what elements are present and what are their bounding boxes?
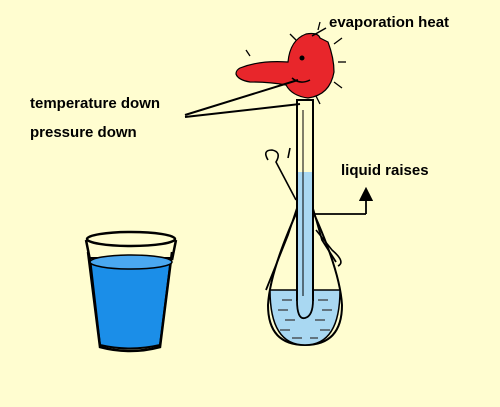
glass-upper-wall xyxy=(84,239,178,261)
glass-outline xyxy=(86,251,174,353)
evaporation-pointer xyxy=(311,27,327,37)
drinking-bird-icon xyxy=(235,21,346,347)
tube-liquid xyxy=(298,172,312,300)
heat-flow-arrow-upper xyxy=(264,149,297,201)
evaporation-label: evaporation heat xyxy=(329,14,450,31)
bird-legs xyxy=(265,204,337,291)
glass-rim xyxy=(85,230,177,248)
pressure-pointer xyxy=(184,103,301,118)
bird-eye xyxy=(299,55,305,61)
glass-water-surface xyxy=(89,254,173,270)
bulb-liquid-hatching xyxy=(278,299,332,339)
heat-rays xyxy=(245,21,346,105)
bird-mouth xyxy=(291,77,311,83)
water-glass-icon xyxy=(84,230,178,353)
temperature-pointer xyxy=(184,79,299,116)
glass-water xyxy=(88,257,173,350)
heat-flow-arrow-lower xyxy=(315,229,342,267)
pressure-label: pressure down xyxy=(30,124,137,141)
temperature-label: temperature down xyxy=(30,95,161,112)
bird-head xyxy=(235,32,335,99)
liquid-label: liquid raises xyxy=(341,162,429,179)
tube-bottom xyxy=(296,299,314,320)
heat-flow-tick xyxy=(287,147,291,159)
